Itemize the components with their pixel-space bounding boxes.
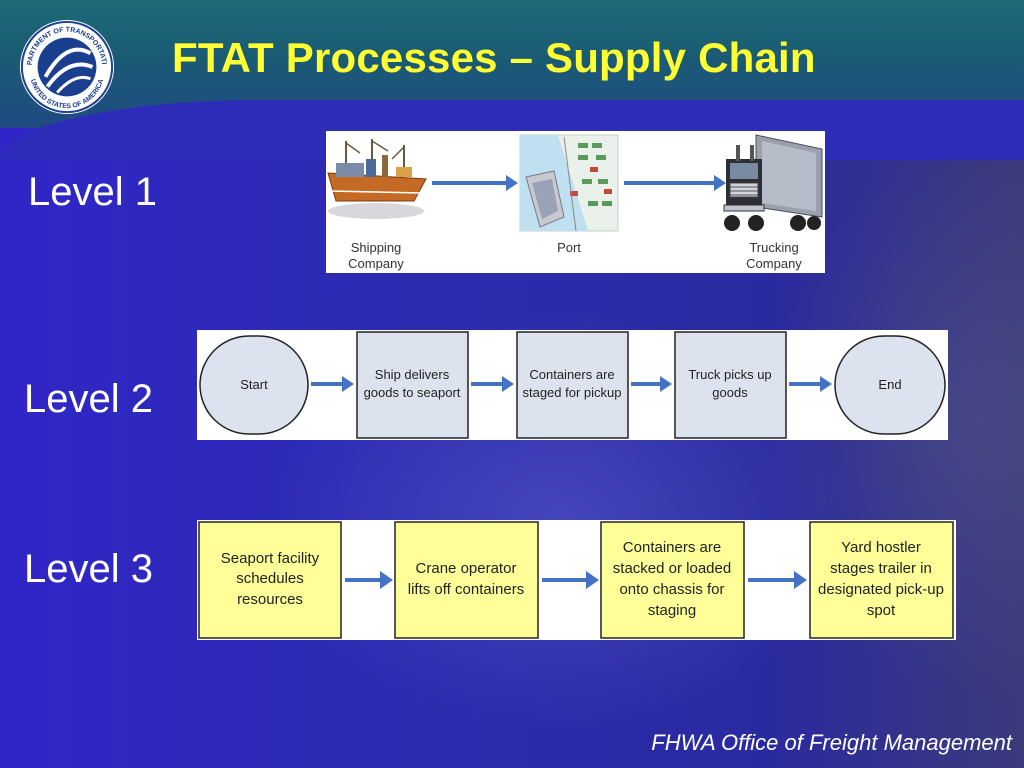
l2-end-node [834, 335, 946, 435]
l3-seaport-line-2: schedules [236, 570, 304, 587]
truck-icon [723, 134, 823, 231]
l3-containers-stacked-node [600, 521, 745, 639]
level-3-flowchart: Seaport facility schedules resources Cra… [198, 521, 954, 639]
l3-yard-hostler-node [809, 521, 954, 639]
l3-stacked-line-1: Containers are [623, 539, 721, 556]
l3-hostler-line-3: designated pick-up [818, 581, 944, 598]
l2-start-text: Start [240, 377, 268, 392]
caption-port: Port [557, 240, 581, 255]
l2-truck-picks-line-2: goods [712, 385, 748, 400]
level-1-panel: Shipping Company Port Trucking Company [326, 131, 825, 273]
l3-seaport-facility-node [198, 521, 342, 639]
l2-containers-staged-line-2: staged for pickup [522, 385, 621, 400]
level-2-flowchart: Start Ship delivers goods to seaport Con… [199, 331, 946, 439]
l2-arrow-3 [631, 376, 672, 392]
l2-containers-staged-node [516, 331, 629, 439]
level-3-panel: Seaport facility schedules resources Cra… [197, 520, 956, 640]
l2-arrow-2 [471, 376, 514, 392]
l3-hostler-line-1: Yard hostler [841, 539, 921, 556]
l3-crane-operator-node [394, 521, 539, 639]
l3-crane-line-2: lifts off containers [408, 581, 524, 598]
level-1-label: Level 1 [28, 170, 157, 214]
level-1-diagram: Shipping Company Port Trucking Company [327, 134, 823, 271]
l2-truck-picks-line-1: Truck picks up [688, 367, 771, 382]
slide-title: FTAT Processes – Supply Chain [172, 34, 816, 81]
l2-end-text: End [878, 377, 901, 392]
l2-start-node [199, 335, 309, 435]
l2-containers-staged-line-1: Containers are [529, 367, 614, 382]
level-2-panel: Start Ship delivers goods to seaport Con… [197, 330, 948, 440]
l3-stacked-line-3: onto chassis for [619, 581, 724, 598]
l3-stacked-line-2: stacked or loaded [613, 560, 731, 577]
l3-hostler-line-4: spot [867, 602, 896, 619]
level-3-label: Level 3 [24, 547, 153, 591]
l3-stacked-line-4: staging [648, 602, 696, 619]
caption-shipping-line-2: Company [348, 256, 404, 271]
caption-shipping-line-1: Shipping [351, 240, 402, 255]
caption-trucking-line-2: Company [746, 256, 802, 271]
l3-arrow-2 [542, 571, 599, 589]
ship-icon [327, 139, 427, 219]
l2-ship-delivers-line-2: goods to seaport [364, 385, 461, 400]
port-icon [519, 134, 619, 232]
l3-arrow-1 [345, 571, 393, 589]
dot-seal-logo: DEPARTMENT OF TRANSPORTATION UNITED STAT… [18, 18, 115, 115]
l2-ship-delivers-node [356, 331, 469, 439]
arrow-ship-to-port [432, 175, 518, 191]
l3-seaport-line-3: resources [237, 591, 303, 608]
l2-ship-delivers-line-1: Ship delivers [375, 367, 450, 382]
caption-trucking-line-1: Trucking [749, 240, 798, 255]
l3-seaport-line-1: Seaport facility [221, 550, 320, 567]
l3-hostler-line-2: stages trailer in [830, 560, 932, 577]
l2-arrow-4 [789, 376, 832, 392]
l2-truck-picks-node [674, 331, 787, 439]
level-2-label: Level 2 [24, 377, 153, 421]
l3-crane-line-1: Crane operator [416, 560, 517, 577]
footer-credit: FHWA Office of Freight Management [651, 730, 1012, 755]
l2-arrow-1 [311, 376, 354, 392]
l3-arrow-3 [748, 571, 807, 589]
arrow-port-to-truck [624, 175, 726, 191]
